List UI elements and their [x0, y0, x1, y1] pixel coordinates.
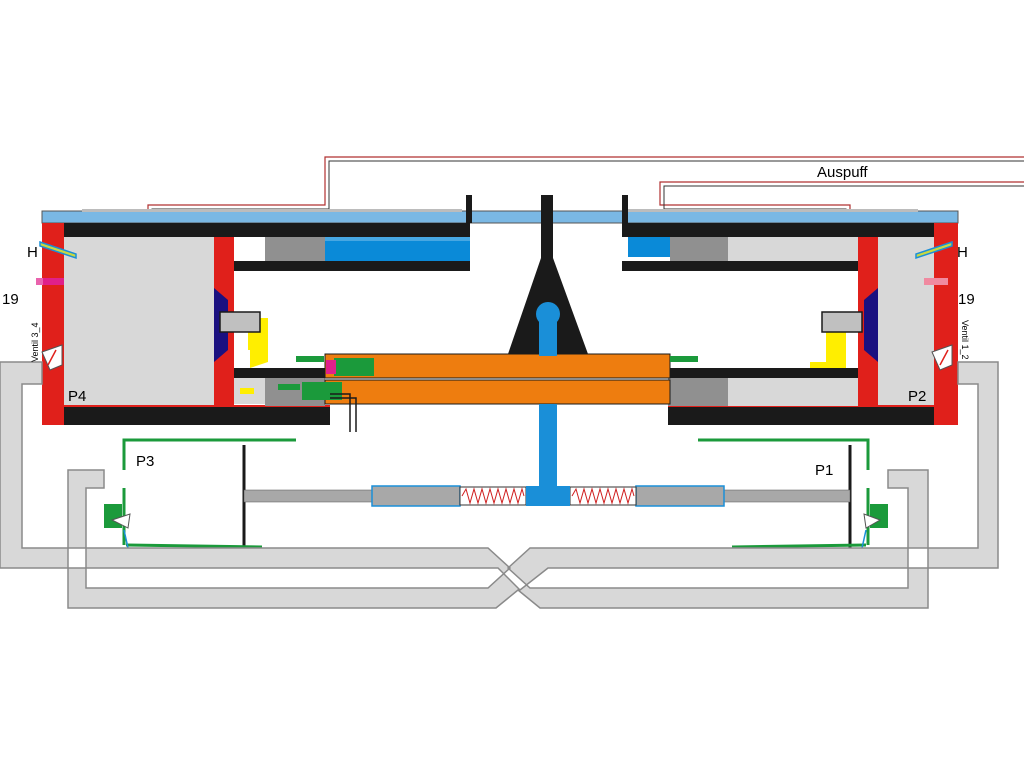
- chamber-label-p3: P3: [136, 453, 154, 470]
- upper-cylinder-left: [62, 195, 472, 271]
- nozzle-label-left: H: [27, 244, 38, 261]
- magenta-block: [326, 360, 336, 374]
- green-block-lower: [302, 382, 342, 400]
- green-block-upper: [334, 358, 374, 376]
- central-rocker: [508, 195, 588, 354]
- top-plate-cap-left: [82, 209, 462, 212]
- valve-icon: [41, 344, 63, 371]
- left-chamber: [42, 223, 330, 425]
- nozzle-label-right: H: [957, 244, 968, 261]
- chamber-label-p1: P1: [815, 462, 833, 479]
- chamber-label-p2: P2: [908, 388, 926, 405]
- top-plate: [41, 210, 959, 224]
- left-mount-block: [219, 311, 261, 333]
- injector-nozzle-icon: [915, 240, 953, 260]
- right-sleeve: [635, 485, 725, 507]
- spring-icon: [571, 487, 635, 505]
- valve-label-3-4: Ventil 3_4: [30, 322, 40, 362]
- lower-linkage-wire-2: [330, 397, 357, 432]
- green-clip-left: [278, 356, 324, 390]
- lower-orange-bar: [324, 379, 671, 405]
- transfer-duct-outer: [0, 361, 999, 609]
- valve-icon: [931, 344, 953, 371]
- central-slider: [526, 486, 570, 506]
- exhaust-pipe-left: [147, 156, 1024, 211]
- valve-label-1-2: Ventil 1_2: [960, 320, 970, 360]
- injector-nozzle-icon: [39, 240, 77, 260]
- upper-orange-bar: [324, 353, 671, 379]
- plug-label-right: 19: [958, 291, 975, 308]
- exhaust-label: Auspuff: [817, 164, 868, 181]
- valve-icon: [861, 513, 882, 549]
- central-shaft-lower: [539, 404, 557, 492]
- left-sleeve: [371, 485, 461, 507]
- right-mount-block: [821, 311, 863, 333]
- valve-icon: [110, 513, 131, 549]
- spark-plug-icon: [36, 278, 64, 285]
- central-pivot: [536, 302, 560, 326]
- chamber-label-p4: P4: [68, 388, 86, 405]
- valve-seat-left: [104, 504, 122, 528]
- green-clip-right: [670, 356, 698, 362]
- lower-linkage-wire: [330, 393, 351, 432]
- right-wall-wedge: [864, 288, 878, 362]
- right-chamber: [668, 223, 958, 425]
- plug-label-left: 19: [2, 291, 19, 308]
- spring-icon: [461, 487, 525, 505]
- top-plate-cap-right: [628, 209, 918, 212]
- spark-plug-icon: [924, 278, 948, 285]
- upper-cylinder-right: [622, 195, 938, 271]
- exhaust-pipe-right: [659, 181, 1024, 211]
